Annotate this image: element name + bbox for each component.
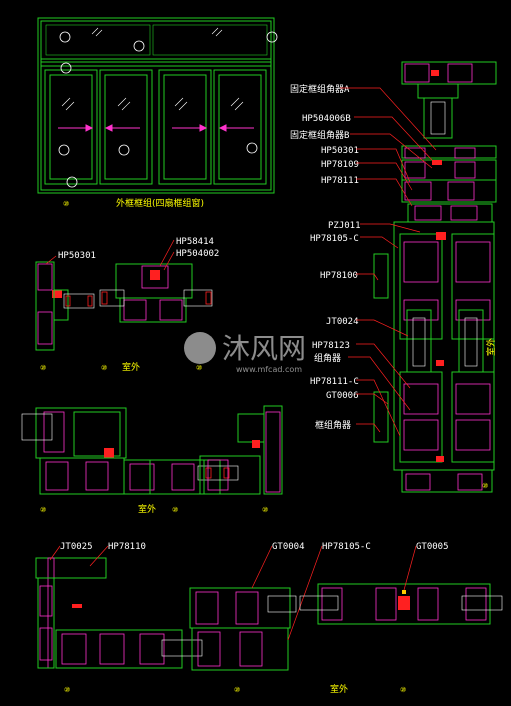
watermark-brand: 沐风网 bbox=[222, 332, 306, 365]
label-fixed-frame-corner-a: 固定框组角器A bbox=[290, 83, 350, 95]
watermark-url: www.mfcad.com bbox=[236, 365, 302, 374]
mid-left-bubble-2: ⑩ bbox=[101, 364, 107, 372]
right-callouts: 固定框组角器A HP504006B 固定框组角器B HP50301 HP7810… bbox=[290, 83, 437, 437]
label-hp50301-left: HP50301 bbox=[58, 251, 96, 261]
label-pzj011: PZJ011 bbox=[328, 221, 361, 231]
bottom-bubble-3: ⑩ bbox=[400, 686, 406, 694]
mid-left-sections: ⑩ HP50301 HP58414 HP504002 ⑩ ⑩ 室外 bbox=[35, 237, 219, 373]
label-jt0024: JT0024 bbox=[326, 317, 359, 327]
bottom-bubble-2: ⑩ bbox=[234, 686, 240, 694]
label-hp78123: HP78123 bbox=[312, 341, 350, 351]
outdoor-label-right: 室外 bbox=[485, 338, 497, 356]
label-fixed-frame-corner-b: 固定框组角器B bbox=[290, 129, 349, 141]
label-hp78111: HP78111 bbox=[321, 176, 359, 186]
horiz-bubble-1: ⑩ bbox=[40, 506, 46, 514]
bottom-sections: JT0025 HP78110 ⑩ GT0004 HP78105-C ⑩ GT00… bbox=[35, 542, 503, 695]
label-hp58414: HP58414 bbox=[176, 237, 214, 247]
outdoor-label-horiz: 室外 bbox=[138, 503, 156, 515]
horizontal-sections: ⑩ ⑩ ⑩ 室外 bbox=[21, 405, 283, 515]
vertical-section: ⑩ 室外 bbox=[373, 61, 497, 493]
watermark: 沐风网 www.mfcad.com bbox=[184, 332, 306, 374]
horiz-bubble-2: ⑩ bbox=[172, 506, 178, 514]
window-elevation: ⑩ 外框框组(四扇框组窗) bbox=[37, 17, 278, 209]
label-hp78111c: HP78111-C bbox=[310, 377, 359, 387]
label-gt0004: GT0004 bbox=[272, 542, 305, 552]
mid-left-bubble-1: ⑩ bbox=[40, 364, 46, 372]
label-jt0025: JT0025 bbox=[60, 542, 93, 552]
label-gt0006: GT0006 bbox=[326, 391, 359, 401]
mid-left-bubble-3: ⑩ bbox=[196, 364, 202, 372]
watermark-logo-icon bbox=[184, 332, 216, 364]
label-hp78105c-right: HP78105-C bbox=[310, 234, 359, 244]
elevation-bubble: ⑩ bbox=[63, 200, 69, 208]
label-gt0005: GT0005 bbox=[416, 542, 449, 552]
label-frame-corner-connector: 框组角器 bbox=[315, 419, 351, 431]
elevation-caption: 外框框组(四扇框组窗) bbox=[116, 197, 204, 209]
label-corner-connector: 组角器 bbox=[314, 352, 341, 364]
label-hp504002: HP504002 bbox=[176, 249, 219, 259]
label-hp504006b: HP504006B bbox=[302, 114, 351, 124]
outdoor-label-bottom: 室外 bbox=[330, 683, 348, 695]
label-hp78109: HP78109 bbox=[321, 160, 359, 170]
section-bubble: ⑩ bbox=[482, 482, 488, 490]
label-hp50301-right: HP50301 bbox=[321, 146, 359, 156]
label-hp78105c-bottom: HP78105-C bbox=[322, 542, 371, 552]
bottom-bubble-1: ⑩ bbox=[64, 686, 70, 694]
label-hp78100: HP78100 bbox=[320, 271, 358, 281]
outdoor-label-mid: 室外 bbox=[122, 361, 140, 373]
label-hp78110: HP78110 bbox=[108, 542, 146, 552]
horiz-bubble-3: ⑩ bbox=[262, 506, 268, 514]
